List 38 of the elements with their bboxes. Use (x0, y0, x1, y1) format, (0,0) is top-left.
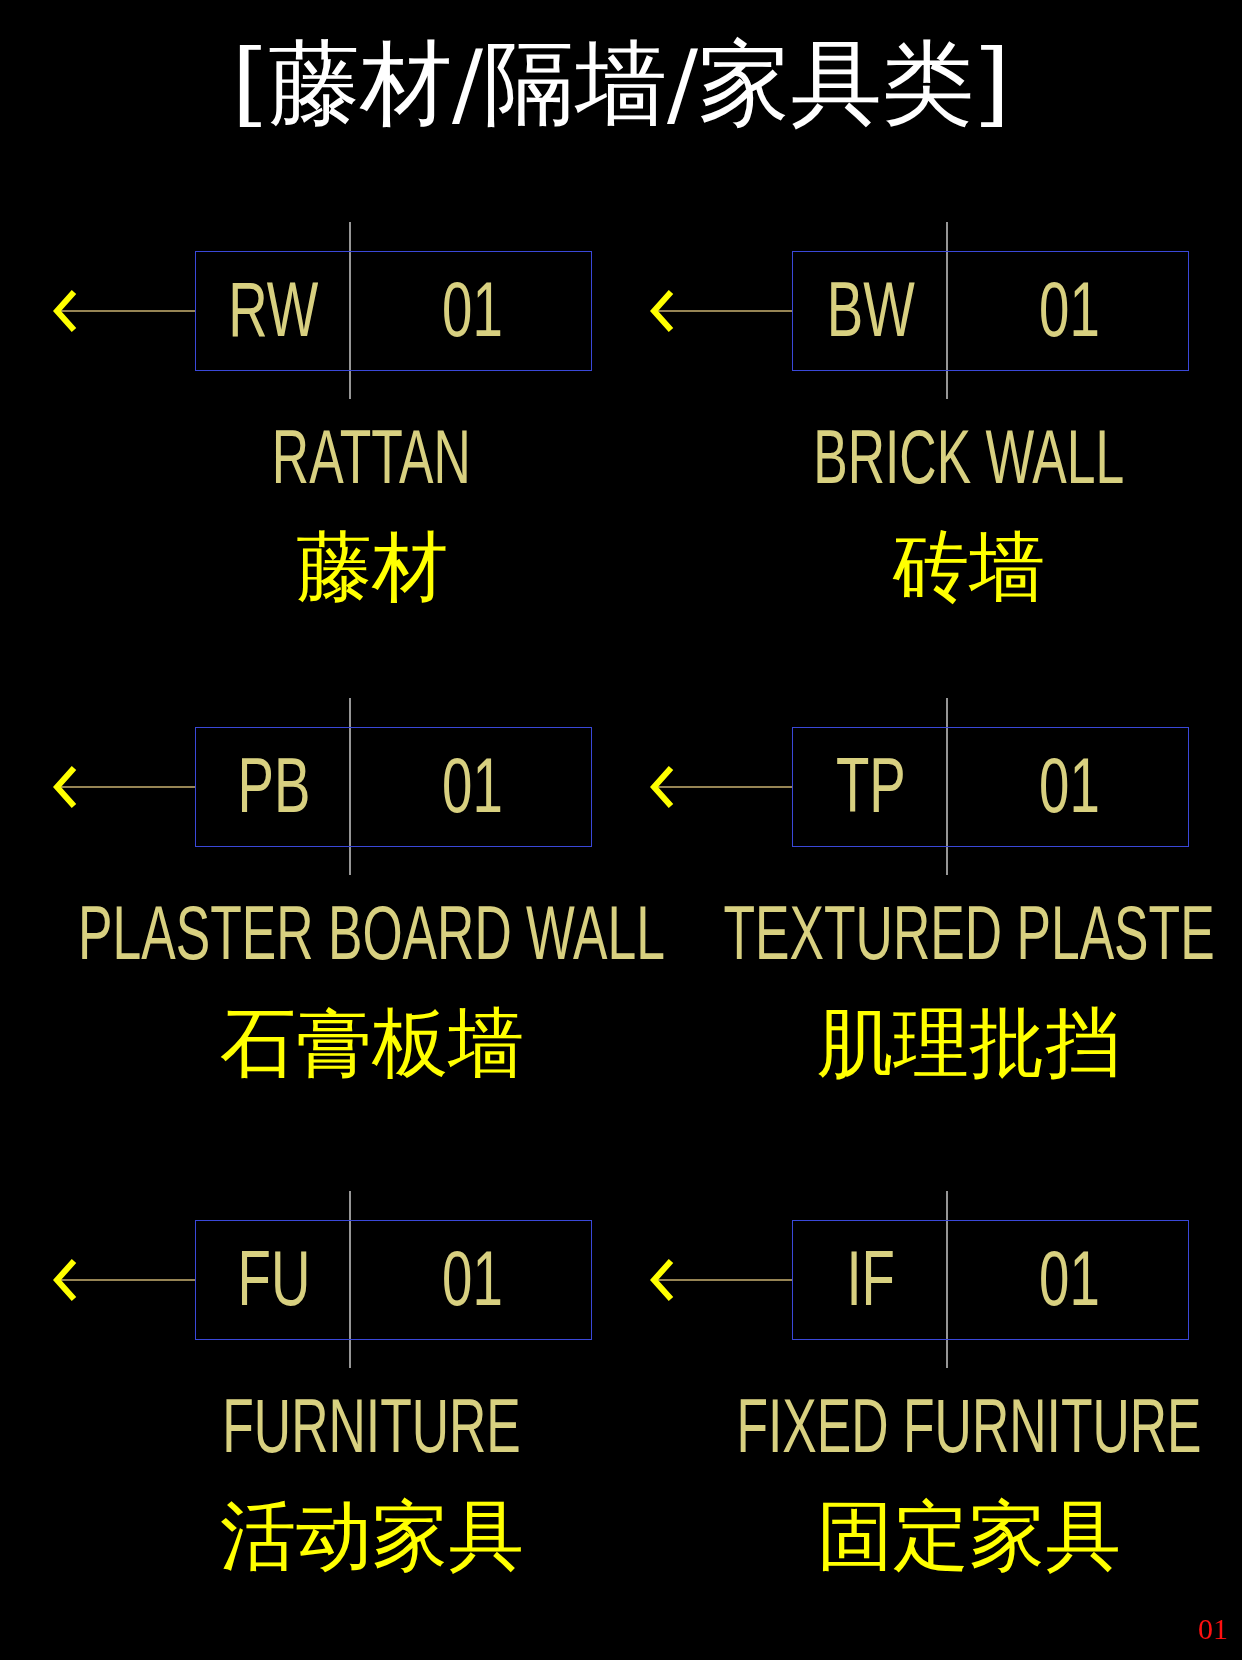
material-name: PLASTER BOARD WALL (78, 895, 665, 971)
material-number: 01 (1038, 270, 1100, 348)
tag-box (792, 727, 1189, 847)
material-code: PB (237, 746, 310, 824)
page-number: 01 (1198, 1612, 1228, 1646)
material-name: RATTAN (271, 419, 471, 495)
tag-box (195, 251, 592, 371)
leader-arrow (651, 289, 793, 333)
material-name-chinese: 活动家具 (219, 1498, 524, 1574)
leader-arrow (651, 765, 793, 809)
material-name: FIXED FURNITURE (735, 1388, 1202, 1464)
leader-arrow (54, 765, 196, 809)
material-name-chinese: 砖墙 (892, 529, 1045, 605)
material-name-chinese: 固定家具 (816, 1498, 1121, 1574)
material-name: BRICK WALL (812, 419, 1124, 495)
material-name-chinese: 石膏板墙 (219, 1005, 524, 1081)
tag-box (792, 251, 1189, 371)
tag-box (195, 1220, 592, 1340)
tag-box (195, 727, 592, 847)
leader-arrow (54, 289, 196, 333)
material-name-chinese: 藤材 (295, 529, 448, 605)
leader-arrow (54, 1258, 196, 1302)
title: [藤材/隔墙/家具类] (232, 30, 1010, 137)
material-code: BW (826, 270, 915, 348)
material-code: FU (237, 1239, 310, 1317)
material-number: 01 (1038, 1239, 1100, 1317)
material-number: 01 (1038, 746, 1100, 824)
material-name-chinese: 肌理批挡 (816, 1005, 1121, 1081)
material-number: 01 (441, 270, 503, 348)
material-code: RW (228, 270, 319, 348)
material-name: TEXTURED PLASTE (723, 895, 1215, 971)
leader-arrow (651, 1258, 793, 1302)
material-code: TP (835, 746, 906, 824)
tag-box (792, 1220, 1189, 1340)
material-number: 01 (441, 1239, 503, 1317)
material-name: FURNITURE (222, 1388, 521, 1464)
material-number: 01 (441, 746, 503, 824)
material-code: IF (846, 1239, 895, 1317)
